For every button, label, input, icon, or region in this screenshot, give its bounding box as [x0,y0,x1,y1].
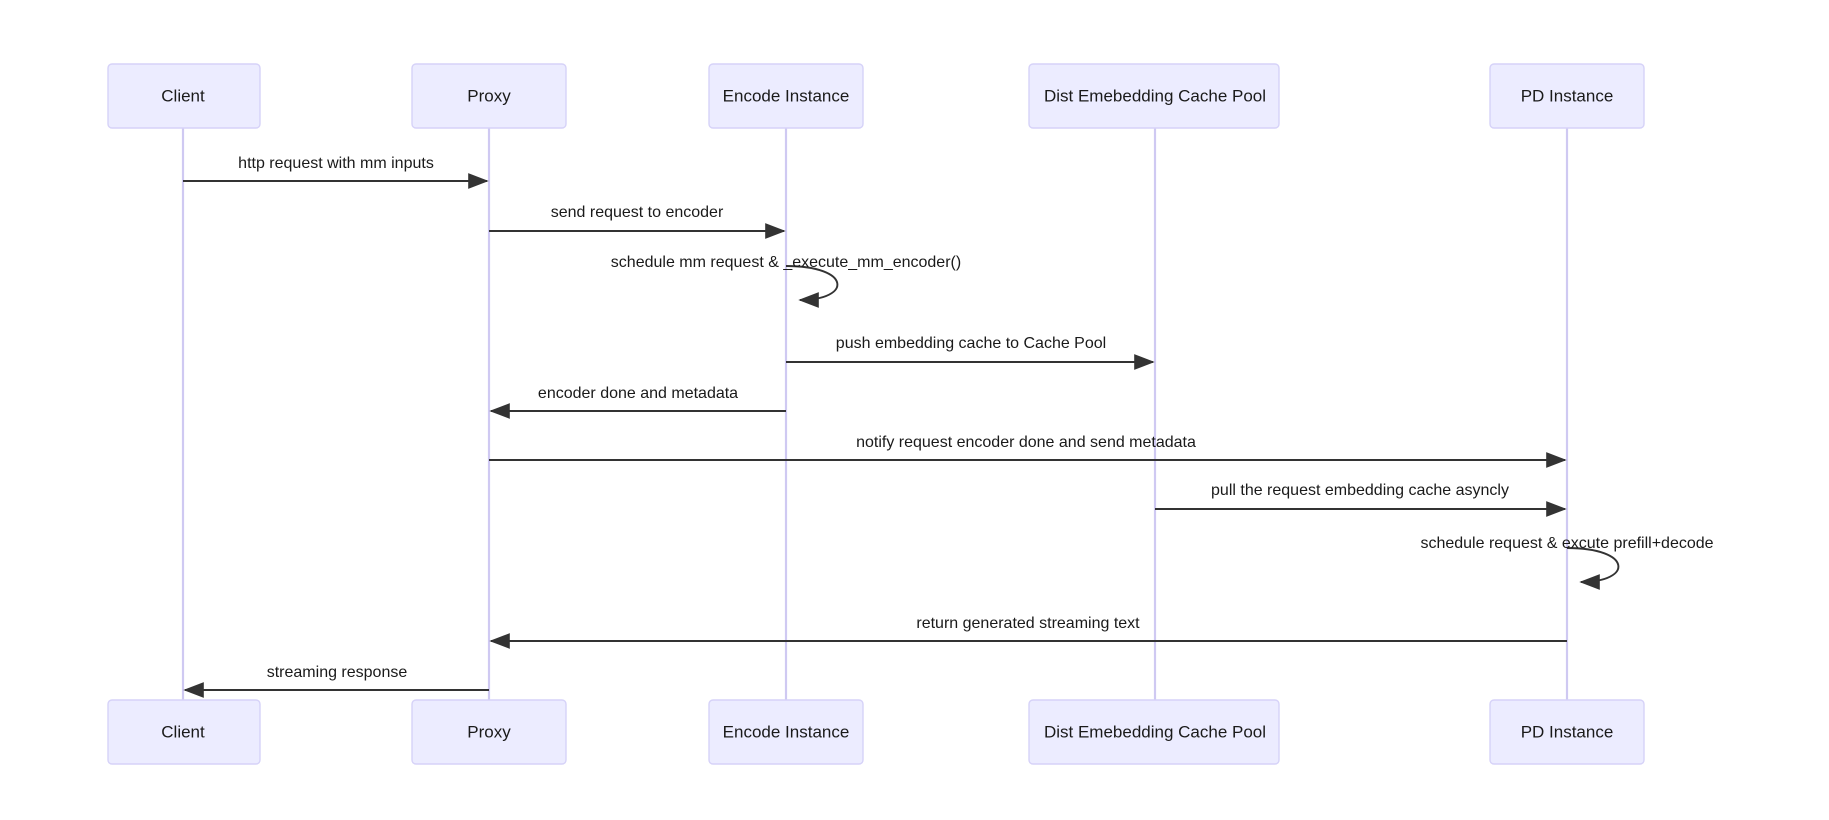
message-4[interactable]: push embedding cache to Cache Pool [786,335,1155,370]
actor-box [708,699,864,765]
message-8[interactable]: schedule request & excute prefill+decode [1420,535,1714,590]
message-10[interactable]: streaming response [183,664,489,698]
messages-layer: http request with mm inputs send request … [183,155,1714,698]
actor-pd-bottom[interactable]: PD Instance [1489,699,1645,765]
message-2[interactable]: send request to encoder [489,204,786,239]
message-label: return generated streaming text [916,615,1140,632]
message-label: notify request encoder done and send met… [856,434,1196,451]
message-9[interactable]: return generated streaming text [489,615,1567,649]
actor-client-top[interactable]: Client [107,63,261,129]
message-label: schedule request & excute prefill+decode [1420,535,1713,552]
actor-proxy-top[interactable]: Proxy [411,63,567,129]
actor-box [411,699,567,765]
actor-cachepool-bottom[interactable]: Dist Emebedding Cache Pool [1028,699,1280,765]
message-label: push embedding cache to Cache Pool [836,335,1106,352]
message-label: pull the request embedding cache asyncly [1211,482,1509,499]
actor-box [107,63,261,129]
actor-box [107,699,261,765]
self-message-arrow [785,265,839,308]
actor-box [1489,699,1645,765]
message-7[interactable]: pull the request embedding cache asyncly [1155,482,1567,517]
actor-encoder-top[interactable]: Encode Instance [708,63,864,129]
message-label: encoder done and metadata [538,385,738,402]
message-5[interactable]: encoder done and metadata [489,385,786,419]
actor-cachepool-top[interactable]: Dist Emebedding Cache Pool [1028,63,1280,129]
actor-boxes-bottom: Client Proxy Encode Instance Dist Emebeddin… [107,699,1645,765]
actor-boxes-top: Client Proxy Encode Instance Dist Emebeddin… [107,63,1645,129]
actor-client-bottom[interactable]: Client [107,699,261,765]
actor-box [708,63,864,129]
message-label: streaming response [267,664,408,681]
actor-box [411,63,567,129]
message-6[interactable]: notify request encoder done and send met… [489,434,1567,468]
actor-box [1028,63,1280,129]
actor-box [1028,699,1280,765]
actor-proxy-bottom[interactable]: Proxy [411,699,567,765]
message-label: send request to encoder [551,204,724,221]
message-3[interactable]: schedule mm request & _execute_mm_encode… [611,254,961,308]
actor-pd-top[interactable]: PD Instance [1489,63,1645,129]
actor-box [1489,63,1645,129]
lifelines-layer [181,128,1569,700]
actor-encoder-bottom[interactable]: Encode Instance [708,699,864,765]
message-label: schedule mm request & _execute_mm_encode… [611,254,961,271]
message-label: http request with mm inputs [238,155,434,172]
message-1[interactable]: http request with mm inputs [183,155,489,189]
self-message-arrow [1566,547,1620,590]
